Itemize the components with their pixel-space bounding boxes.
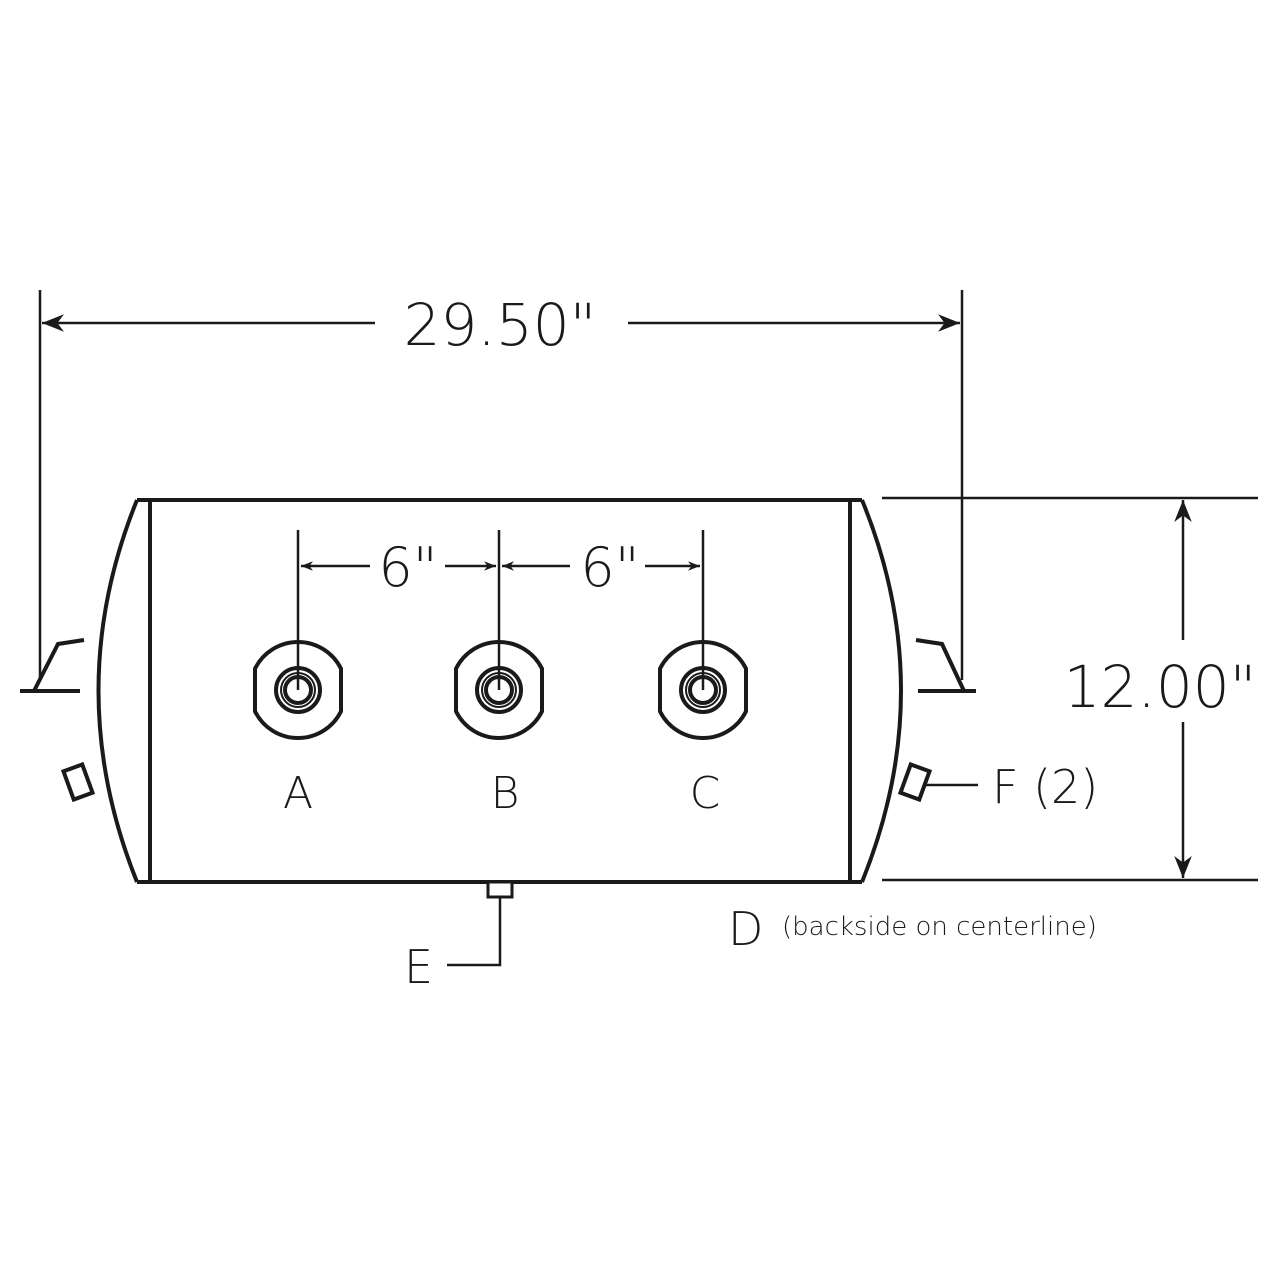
port-e-leader <box>447 897 502 967</box>
overall-length-dimension <box>38 290 964 680</box>
port-f-right <box>897 761 933 803</box>
left-end-cap <box>96 499 139 883</box>
port-spacing-dimension <box>296 530 705 690</box>
overall-length-label: 29.50" <box>404 291 597 359</box>
diameter-label: 12.00" <box>1064 653 1257 721</box>
tank-body <box>96 498 903 884</box>
port-d-label: D <box>728 902 763 956</box>
port-e-label: E <box>404 940 433 994</box>
right-end-cap <box>860 499 903 883</box>
port-c-fitting <box>658 640 748 740</box>
port-f-label: F (2) <box>992 760 1098 814</box>
port-a-label: A <box>283 768 313 819</box>
port-spacing-bc: 6" <box>580 536 639 599</box>
port-spacing-ab: 6" <box>378 536 437 599</box>
port-e <box>486 880 514 899</box>
right-mounting-bracket <box>915 638 976 693</box>
port-d-note: (backside on centerline) <box>782 912 1097 942</box>
left-mounting-bracket <box>20 638 85 693</box>
port-b-label: B <box>491 768 520 819</box>
diameter-dimension <box>882 496 1258 882</box>
port-f-left <box>60 761 96 803</box>
port-c-label: C <box>690 768 721 819</box>
